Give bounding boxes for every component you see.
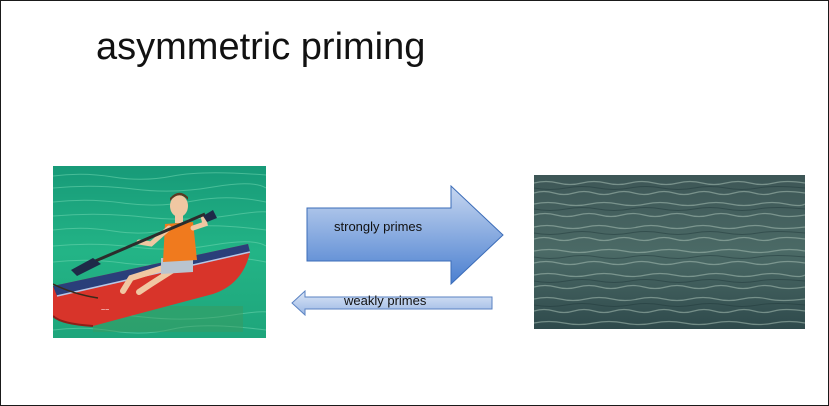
strongly-primes-label: strongly primes <box>334 219 423 234</box>
strongly-primes-arrow <box>306 185 504 285</box>
svg-text:~~: ~~ <box>101 307 109 314</box>
water-photo <box>534 175 805 329</box>
kayak-photo: ~~ <box>53 166 266 338</box>
weakly-primes-label: weakly primes <box>344 293 427 308</box>
slide-title: asymmetric priming <box>96 26 426 68</box>
weakly-primes-arrow <box>291 290 493 316</box>
